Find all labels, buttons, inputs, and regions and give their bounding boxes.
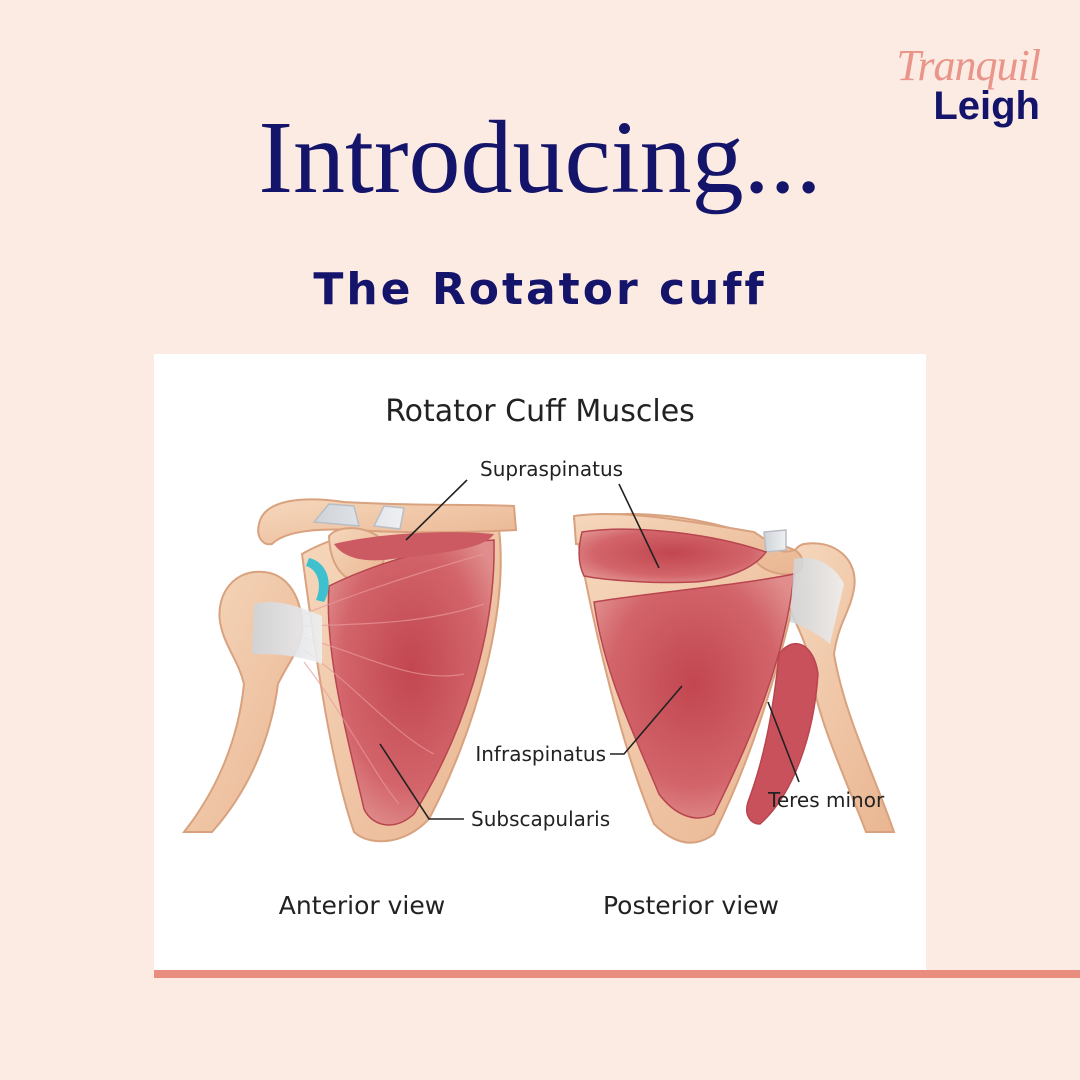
brand-logo-bottom: Leigh	[933, 84, 1040, 128]
anterior-tendon-band	[252, 602, 322, 664]
rotator-cuff-diagram: Rotator Cuff Muscles	[181, 394, 896, 920]
label-subscapularis: Subscapularis	[471, 807, 610, 831]
accent-divider	[154, 970, 1080, 978]
subheadline: The Rotator cuff	[313, 264, 767, 315]
label-teres-minor: Teres minor	[767, 788, 885, 812]
headline: Introducing...	[258, 100, 822, 215]
infraspinatus-muscle	[593, 573, 795, 819]
anterior-supraspinatus-muscle	[334, 532, 494, 561]
brand-logo-top: Tranquil	[896, 41, 1041, 90]
brand-logo: Tranquil Leigh	[820, 41, 1041, 128]
diagram-title: Rotator Cuff Muscles	[385, 394, 695, 429]
anterior-ligaments	[312, 503, 405, 530]
posterior-tendon-band	[790, 557, 844, 644]
leader-line-supraspinatus-anterior	[405, 479, 468, 541]
leader-line-infraspinatus	[610, 685, 683, 755]
posterior-supraspinatus-muscle	[578, 528, 768, 584]
label-posterior-view: Posterior view	[603, 891, 779, 920]
teres-minor-muscle	[746, 642, 819, 825]
leader-lines	[379, 479, 800, 820]
leader-line-supraspinatus-posterior	[618, 483, 660, 569]
posterior-ligament	[763, 529, 787, 553]
label-supraspinatus: Supraspinatus	[480, 457, 623, 481]
leader-line-subscapularis	[379, 743, 464, 820]
diagram-panel: Rotator Cuff Muscles	[154, 354, 926, 971]
label-anterior-view: Anterior view	[279, 891, 445, 920]
label-infraspinatus: Infraspinatus	[475, 742, 606, 766]
anterior-view-illustration	[181, 498, 518, 843]
leader-line-teres-minor	[767, 701, 800, 783]
cartilage-ring	[306, 558, 329, 602]
posterior-view-illustration	[572, 512, 896, 844]
